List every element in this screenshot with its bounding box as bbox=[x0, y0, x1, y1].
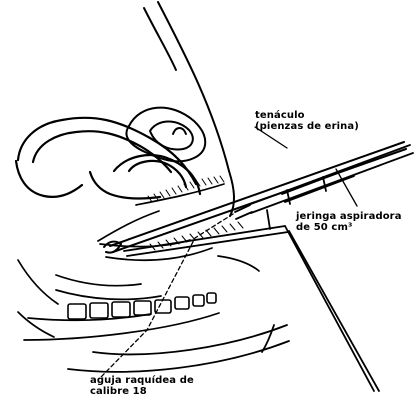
callout-lines bbox=[101, 127, 357, 377]
aguja-label: aguja raquídea de calibre 18 bbox=[90, 375, 194, 397]
spinal-needle bbox=[124, 226, 379, 391]
abdominal-wall-outline bbox=[144, 2, 234, 216]
jeringa-label-line1: jeringa aspiradora bbox=[296, 211, 402, 222]
aguja-label-line1: aguja raquídea de bbox=[90, 375, 194, 386]
bladder-outline bbox=[126, 108, 205, 162]
uterus-outline bbox=[16, 118, 200, 199]
tenaculo-label-line2: (pienzas de erina) bbox=[255, 121, 359, 132]
aguja-label-line2: calibre 18 bbox=[90, 386, 194, 397]
cervix-and-vaginal-tissue bbox=[18, 184, 259, 340]
pelvic-floor-outline bbox=[68, 325, 289, 372]
tissue-texture bbox=[148, 176, 243, 250]
jeringa-label: jeringa aspiradora de 50 cm³ bbox=[296, 211, 402, 233]
tenaculo-label-line1: tenáculo bbox=[255, 110, 359, 121]
tenaculo-label: tenáculo (pienzas de erina) bbox=[255, 110, 359, 132]
jeringa-label-line2: de 50 cm³ bbox=[296, 222, 402, 233]
